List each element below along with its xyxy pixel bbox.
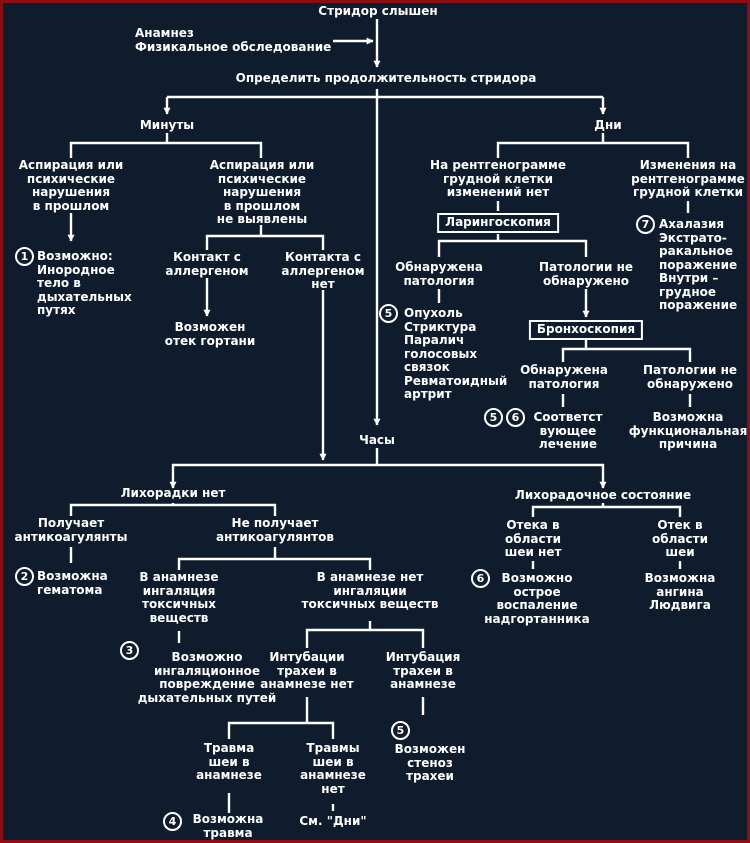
node-epiglottitis: Возможно острое воспаление надгортанника: [484, 571, 590, 626]
marker-3: 3: [120, 641, 139, 660]
node-bronchoscopy-pathology-found: Обнаружена патология: [520, 363, 608, 391]
node-toxic-inhalation: В анамнезе ингаляция токсичных веществ: [139, 570, 219, 625]
node-appropriate-treatment: Соответст вующее лечение: [533, 410, 603, 451]
node-foreign-body: Возможно: Инородное тело в дыхательных п…: [37, 249, 132, 317]
node-on-anticoagulants: Получает антикоагулянты: [14, 516, 128, 544]
node-laryngoscopy: Ларингоскопия: [437, 213, 559, 233]
node-no-neck-edema: Отека в области шеи нет: [504, 518, 562, 559]
node-no-toxic-inhalation: В анамнезе нет ингаляции токсичных вещес…: [301, 570, 439, 611]
node-aspiration-absent: Аспирация или психические нарушения в пр…: [209, 158, 315, 226]
node-hours: Часы: [359, 433, 395, 447]
node-determine-duration: Определить продолжительность стридора: [235, 71, 537, 85]
node-fever: Лихорадочное состояние: [514, 488, 692, 502]
marker-6: 6: [471, 569, 490, 588]
node-history-exam: Анамнез Физикальное обследование: [135, 26, 332, 54]
node-no-fever: Лихорадки нет: [120, 486, 226, 500]
node-laryngeal-edema: Возможен отек гортани: [164, 320, 256, 348]
marker-5: 5: [484, 408, 503, 427]
node-tumor-stricture-list: Опухоль Стриктура Паралич голосовых связ…: [404, 306, 508, 401]
node-achalasia: Ахалазия Экстрато- ракальное поражение В…: [659, 217, 738, 312]
node-bronchoscopy: Бронхоскопия: [528, 320, 644, 340]
node-hematoma: Возможна гематома: [37, 569, 108, 597]
node-neck-trauma: Травма шеи в анамнезе: [196, 741, 262, 782]
flowchart: Стридор слышен Анамнез Физикальное обсле…: [3, 3, 747, 840]
marker-6: 6: [506, 408, 525, 427]
node-neck-edema: Отек в области шеи: [652, 518, 708, 559]
node-xray-changes: Изменения на рентгенограмме грудной клет…: [631, 158, 745, 199]
node-functional-cause: Возможна функциональная причина: [628, 410, 747, 451]
node-stridor-heard: Стридор слышен: [318, 4, 438, 18]
node-intubation: Интубация трахеи в анамнезе: [385, 650, 461, 691]
node-inhalation-injury: Возможно ингаляционное повреждение дыхат…: [137, 650, 277, 705]
node-allergen-contact: Контакт с аллергеном: [165, 250, 249, 278]
node-laryngoscopy-no-pathology: Патологии не обнаружено: [538, 260, 634, 288]
marker-1: 1: [15, 247, 34, 266]
marker-5: 5: [391, 721, 410, 740]
node-minutes: Минуты: [139, 118, 195, 132]
marker-4: 4: [163, 812, 182, 831]
marker-2: 2: [15, 567, 34, 586]
connector-lines: [67, 19, 692, 813]
node-no-anticoagulants: Не получает антикоагулянтов: [216, 516, 334, 544]
node-ludwig-angina: Возможна ангина Людвига: [644, 571, 716, 612]
node-possible-trauma: Возможна травма: [192, 812, 264, 840]
node-laryngoscopy-pathology-found: Обнаружена патология: [395, 260, 483, 288]
node-days: Дни: [594, 118, 622, 132]
node-no-intubation: Интубации трахеи в анамнезе нет: [260, 650, 354, 691]
node-xray-normal: На рентгенограмме грудной клетки изменен…: [430, 158, 566, 199]
node-no-neck-trauma: Травмы шеи в анамнезе нет: [300, 741, 366, 796]
node-aspiration-present: Аспирация или психические нарушения в пр…: [18, 158, 124, 213]
node-tracheal-stenosis: Возможен стеноз трахеи: [394, 742, 466, 783]
node-no-allergen-contact: Контакта с аллергеном нет: [281, 250, 365, 291]
marker-7: 7: [636, 215, 655, 234]
marker-5: 5: [379, 304, 398, 323]
node-bronchoscopy-no-pathology: Патологии не обнаружено: [642, 363, 738, 391]
node-see-days: См. "Дни": [299, 814, 367, 828]
